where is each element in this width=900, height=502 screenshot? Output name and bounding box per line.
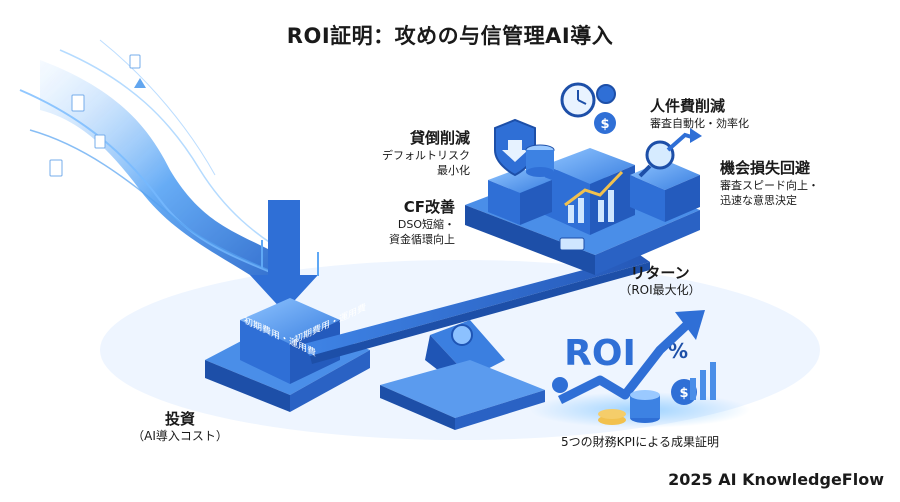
- label-return: リターン （ROI最大化）: [600, 262, 720, 298]
- labor-heading: 人件費削減: [650, 97, 726, 115]
- opportunity-line-1: 審査スピード向上・: [720, 179, 819, 192]
- return-heading: リターン: [630, 264, 690, 282]
- gear-icon: [596, 84, 616, 104]
- investment-heading: 投資: [164, 410, 195, 428]
- investment-sub: （AI導入コスト）: [132, 429, 228, 443]
- return-sub: （ROI最大化）: [619, 283, 701, 297]
- kpi-caption: 5つの財務KPIによる成果証明: [561, 435, 719, 449]
- page-title: ROI証明：攻めの与信管理AI導入: [286, 24, 614, 48]
- svg-text:$: $: [679, 386, 688, 401]
- arrow-down-icon: [250, 200, 318, 312]
- percent-text: %: [668, 339, 688, 363]
- svg-text:$: $: [600, 117, 609, 132]
- data-stream: [19, 39, 300, 300]
- label-bad-debt: 貸倒削減 デフォルトリスク 最小化: [360, 127, 470, 178]
- seesaw-beam: [300, 255, 650, 356]
- footer-brand: 2025 AI KnowledgeFlow: [668, 470, 884, 489]
- fulcrum: [380, 320, 545, 430]
- label-investment: 投資 （AI導入コスト）: [125, 408, 235, 444]
- cf-line-1: DSO短縮・: [397, 218, 455, 231]
- label-cf: CF改善 DSO短縮・ 資金循環向上: [360, 196, 455, 247]
- label-labor: 人件費削減 審査自動化・効率化: [650, 95, 749, 131]
- investment-platform: [205, 298, 370, 412]
- label-opportunity: 機会損失回避 審査スピード向上・ 迅速な意思決定: [720, 157, 819, 208]
- roi-text: ROI: [564, 333, 636, 374]
- opportunity-line-2: 迅速な意思決定: [720, 194, 797, 207]
- cf-heading: CF改善: [403, 198, 455, 216]
- roi-graphic: ROI % $: [530, 310, 750, 428]
- return-platform: $: [465, 82, 702, 275]
- opportunity-heading: 機会損失回避: [720, 159, 811, 177]
- magnifier-icon: [645, 140, 675, 170]
- labor-line-1: 審査自動化・効率化: [650, 117, 749, 130]
- bad-debt-line-2: 最小化: [437, 164, 470, 177]
- cf-line-2: 資金循環向上: [389, 233, 455, 246]
- bad-debt-heading: 貸倒削減: [409, 129, 470, 147]
- arrow-up-icon: [675, 310, 705, 340]
- bad-debt-line-1: デフォルトリスク: [382, 149, 470, 162]
